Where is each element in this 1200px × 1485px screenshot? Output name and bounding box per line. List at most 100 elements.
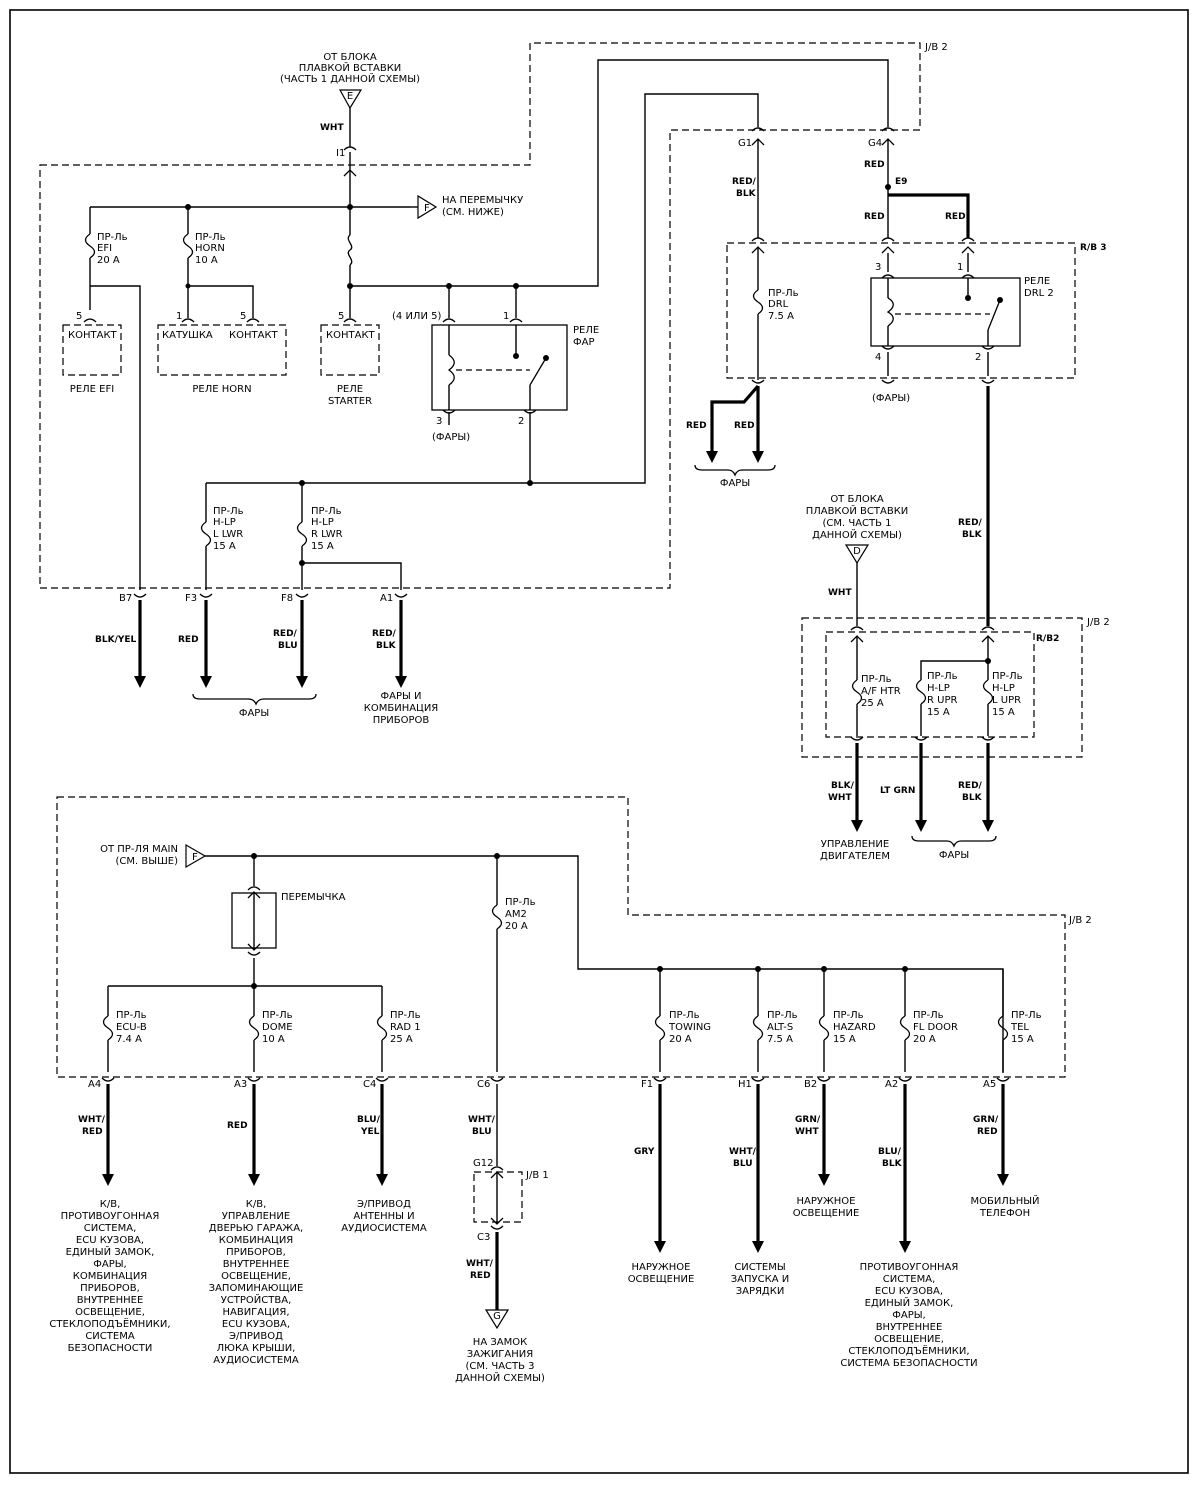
page-frame xyxy=(9,9,1189,1474)
fuse-hlp-rlwr-2: H-LP xyxy=(311,517,334,528)
fuse-hlp-rupr-2: H-LP xyxy=(927,683,950,694)
relay-headlamp-label2: ФАР xyxy=(573,337,594,348)
fuse-ecu-b-2: ECU-B xyxy=(116,1022,147,1033)
relay-horn-label: РЕЛЕ HORN xyxy=(192,384,251,395)
drl2-headlamps-note: (ФАРЫ) xyxy=(872,393,910,404)
dest-ecu-b-10: ОСВЕЩЕНИЕ, xyxy=(75,1307,145,1318)
src-mid-line1: ОТ БЛОКА xyxy=(830,494,884,505)
relay-drl2-switch xyxy=(987,299,1001,331)
fuse-af-htr-3: 25 A xyxy=(861,698,884,709)
jb2-mid-label: J/B 2 xyxy=(1086,617,1110,628)
dest-headlamps-cluster-1: ФАРЫ И xyxy=(381,691,422,702)
relay-headlamp-switch xyxy=(529,357,547,386)
connector-d-symbol xyxy=(844,544,870,565)
pin-hrelay-1: 1 xyxy=(503,311,509,322)
relay-drl2-label1: РЕЛЕ xyxy=(1024,276,1050,287)
pin-a1: A1 xyxy=(380,593,393,604)
pin-horn-1: 1 xyxy=(176,311,182,322)
wire-blk-wht-2: WHT xyxy=(828,793,852,803)
dest-headlamps-cluster-2: КОМБИНАЦИЯ xyxy=(364,703,439,714)
src-top-line2: ПЛАВКОЙ ВСТАВКИ xyxy=(299,61,402,74)
fuse-fl-door-symbol xyxy=(899,1015,911,1041)
connector-f-in-symbol xyxy=(185,843,207,869)
dest-dome-13: ЛЮКА КРЫШИ, xyxy=(217,1343,296,1354)
src-mid-line2: ПЛАВКОЙ ВСТАВКИ xyxy=(806,504,909,517)
dest-alt-s-3: ЗАРЯДКИ xyxy=(736,1286,785,1297)
fuse-horn-symbol xyxy=(182,233,194,259)
fuse-drl-2: DRL xyxy=(768,299,789,310)
relay-starter-label1: РЕЛЕ xyxy=(337,384,363,395)
jumper-label: ПЕРЕМЫЧКА xyxy=(281,892,346,903)
fuse-rad1-2: RAD 1 xyxy=(390,1022,421,1033)
wire-red-blk-a1-1: RED/ xyxy=(372,629,397,639)
pin-hrelay-2: 2 xyxy=(518,416,524,427)
fuse-drl-3: 7.5 A xyxy=(768,311,794,322)
fuse-hlp-llwr-1: ПР-Ль xyxy=(213,506,244,517)
fuse-rad1-symbol xyxy=(376,1015,388,1041)
fuse-hlp-rlwr-4: 15 A xyxy=(311,541,334,552)
fuse-ecu-b-3: 7.4 A xyxy=(116,1034,142,1045)
fuse-hlp-rupr-3: R UPR xyxy=(927,695,957,706)
fuse-af-htr-1: ПР-Ль xyxy=(861,674,892,685)
wire-wht-red-c3-1: WHT/ xyxy=(466,1259,494,1269)
fuse-horn-3: 10 A xyxy=(195,255,218,266)
fuse-horn-2: HORN xyxy=(195,243,225,254)
connector-g-symbol xyxy=(484,1309,510,1330)
fuse-fl-door-3: 20 A xyxy=(913,1034,936,1045)
fuse-efi-symbol xyxy=(84,233,96,259)
wire-blu-yel-2: YEL xyxy=(360,1127,380,1137)
jb1-label: J/B 1 xyxy=(525,1170,549,1181)
dest-dome-11: ECU КУЗОВА, xyxy=(222,1319,290,1330)
pin-starter-5: 5 xyxy=(338,311,344,322)
fuse-efi-1: ПР-Ль xyxy=(97,232,128,243)
fuse-am2-3: 20 A xyxy=(505,921,528,932)
wire-wht-blu-c6-2: BLU xyxy=(472,1127,492,1137)
wire-gry: GRY xyxy=(634,1147,655,1157)
pin-drl2-4: 4 xyxy=(875,352,881,363)
jb2-top-box xyxy=(39,42,921,589)
fuse-alt-s-symbol xyxy=(752,1015,764,1041)
dest-rad1-1: Э/ПРИВОД xyxy=(357,1199,411,1210)
fuse-hlp-llwr-symbol xyxy=(200,521,212,547)
rb3-label: R/B 3 xyxy=(1080,243,1106,253)
fuse-hlp-lupr-2: H-LP xyxy=(992,683,1015,694)
fuse-efi-2: EFI xyxy=(97,243,112,254)
src-mid-line3: (СМ. ЧАСТЬ 1 xyxy=(822,518,891,529)
relay-efi-contact: КОНТАКТ xyxy=(68,330,118,341)
pin-a4: A4 xyxy=(88,1079,101,1090)
dest-towing-2: ОСВЕЩЕНИЕ xyxy=(628,1274,695,1285)
fuse-hlp-rupr-4: 15 A xyxy=(927,707,950,718)
relay-drl2-coil xyxy=(886,297,894,327)
relay-starter-contact: КОНТАКТ xyxy=(326,330,376,341)
relay-horn-contact: КОНТАКТ xyxy=(229,330,279,341)
fuse-hlp-rlwr-1: ПР-Ль xyxy=(311,506,342,517)
dest-ecu-b-6: ФАРЫ, xyxy=(93,1259,126,1270)
jb1-box xyxy=(473,1171,523,1223)
fuse-dome-3: 10 A xyxy=(262,1034,285,1045)
dest-rad1-3: АУДИОСИСТЕМА xyxy=(341,1223,427,1234)
fuse-am2-symbol xyxy=(491,904,503,930)
dest-dome-4: КОМБИНАЦИЯ xyxy=(219,1235,294,1246)
fuse-hlp-llwr-4: 15 A xyxy=(213,541,236,552)
pin-g12: G12 xyxy=(473,1158,493,1169)
fuse-hlp-llwr-2: H-LP xyxy=(213,517,236,528)
fuse-alt-s-3: 7.5 A xyxy=(767,1034,793,1045)
wire-red-a3: RED xyxy=(227,1121,248,1131)
fuse-tel-symbol xyxy=(997,1015,1009,1041)
wire-blu-blk-1: BLU/ xyxy=(878,1147,902,1157)
relay-headlamp-coil xyxy=(447,354,455,386)
dest-dome-7: ОСВЕЩЕНИЕ, xyxy=(221,1271,291,1282)
wire-red-blk-g1-1: RED/ xyxy=(732,177,757,187)
fuse-hazard-3: 15 A xyxy=(833,1034,856,1045)
wire-blu-yel-1: BLU/ xyxy=(357,1115,381,1125)
fuse-ecu-b-symbol xyxy=(102,1015,114,1041)
fuse-hlp-rupr-symbol xyxy=(915,679,927,705)
wire-wht-red-a4-1: WHT/ xyxy=(78,1115,106,1125)
wire-red-e9: RED xyxy=(945,212,966,222)
dest-dome-9: УСТРОЙСТВА, xyxy=(221,1293,292,1306)
ign-dest-1: НА ЗАМОК xyxy=(473,1337,527,1348)
wire-grn-red-1: GRN/ xyxy=(973,1115,999,1125)
dest-hazard-1: НАРУЖНОЕ xyxy=(797,1196,856,1207)
src-top-line3: (ЧАСТЬ 1 ДАННОЙ СХЕМЫ) xyxy=(280,72,420,85)
